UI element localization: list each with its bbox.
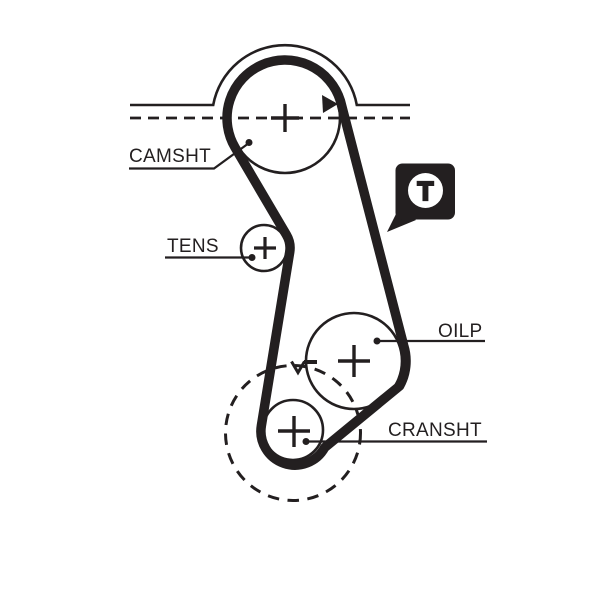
crankshaft-label: CRANSHT (388, 420, 482, 441)
tensioner-label: TENS (167, 236, 219, 257)
camshaft-center-cross (271, 104, 299, 132)
t-badge-tail (387, 208, 416, 232)
oil-pump-center-cross (338, 345, 370, 377)
crankshaft-label-group: CRANSHT (302, 420, 487, 445)
t-badge: T (387, 163, 455, 232)
oil-pump-label-group: OILP (373, 321, 485, 345)
crankshaft-leader-dot (302, 438, 310, 445)
camshaft-leader-line (129, 142, 250, 170)
oil-pump-label: OILP (438, 321, 483, 342)
timing-belt-path (222, 55, 411, 470)
t-badge-letter: T (418, 176, 434, 206)
tensioner-center-cross (254, 237, 276, 259)
belt-direction-arrow-icon (322, 95, 338, 113)
tensioner-leader-dot (248, 254, 256, 261)
camshaft-label: CAMSHT (129, 146, 211, 167)
crank-rotation-arrow-icon (290, 360, 306, 376)
camshaft-leader-dot (245, 139, 253, 146)
camshaft-label-group: CAMSHT (129, 139, 253, 170)
tensioner-label-group: TENS (165, 236, 256, 261)
engine-housing-line (130, 43, 410, 107)
t-badge-circle (408, 173, 443, 208)
crankshaft-dashed-circle (224, 364, 362, 502)
crankshaft-center-cross (278, 416, 310, 447)
oil-pump-leader-dot (373, 337, 381, 345)
